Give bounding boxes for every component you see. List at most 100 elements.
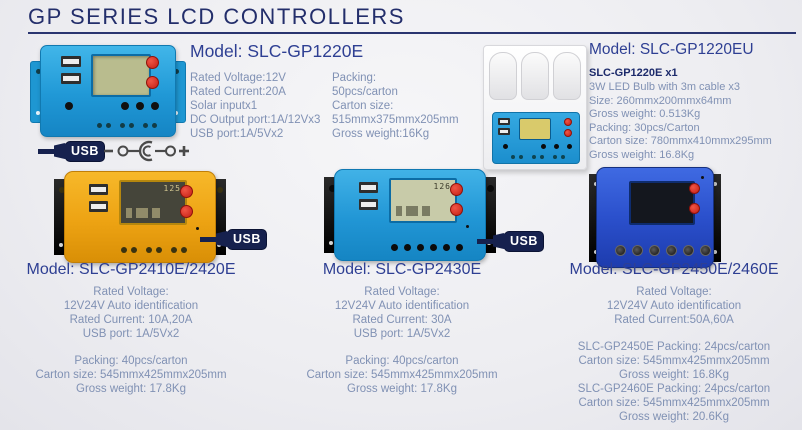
terminal-dot: [152, 123, 157, 128]
usb-port-icon: [498, 118, 510, 125]
spec-line: Carton size: 545mmx425mmx205mm: [578, 355, 770, 367]
controller-body: 126: [334, 169, 486, 261]
usb-label: USB: [66, 141, 104, 161]
terminal-hole: [136, 102, 144, 110]
terminal-dot: [181, 247, 187, 253]
spec-line: Packing:: [332, 72, 377, 84]
device-button: [689, 203, 700, 214]
product-image-gp1220eu: [483, 45, 587, 170]
terminal-screw-icon: [649, 245, 660, 256]
spec-line: Gross weight: 16.8Kg: [589, 148, 695, 161]
terminal-dot: [120, 123, 125, 128]
usb-plug-icon: [54, 142, 67, 160]
device-button: [689, 183, 700, 194]
led-bulb-icon: [489, 52, 517, 100]
spec-line: Rated Voltage:: [364, 286, 440, 298]
terminal-screw-icon: [700, 245, 711, 256]
usb-badge: USB: [477, 230, 543, 252]
terminal-dot: [430, 244, 437, 251]
lcd-status-icons: [126, 208, 160, 218]
terminal-strip: [97, 123, 161, 128]
polarity-connector-icon: [104, 140, 189, 162]
controller-body: [596, 167, 714, 268]
product-image-gp1220e: [30, 45, 186, 137]
terminal-dot: [146, 247, 152, 253]
terminal-hole: [567, 144, 572, 149]
terminal-dot: [456, 244, 463, 251]
product-image-gp2450e: [589, 167, 721, 268]
spacer: [8, 341, 254, 354]
spec-line: Rated Voltage:12V: [190, 72, 286, 84]
terminal-hole: [541, 144, 546, 149]
spec-line: Gross weight:16Kg: [332, 128, 430, 140]
terminal-dot: [553, 155, 557, 159]
usb-badge: USB: [200, 228, 266, 250]
terminal-dot: [106, 123, 111, 128]
spec-line: Carton size: 545mmx425mmx205mm: [578, 397, 770, 409]
device-button: [450, 183, 463, 196]
mount-hole-icon: [36, 69, 41, 74]
device-button: [564, 118, 572, 126]
spec-line: USB port:1A/5Vx2: [190, 128, 284, 140]
kit-contents-title: SLC-GP1220E x1: [589, 67, 678, 79]
spec-line: Gross weight: 17.8Kg: [347, 383, 457, 395]
usb-plug-icon: [493, 232, 506, 250]
lcd-display: [91, 54, 151, 97]
usb-port-icon: [89, 184, 108, 195]
spec-line: Gross weight: 0.513Kg: [589, 108, 701, 120]
spec-line: 12V24V Auto identification: [334, 300, 470, 312]
terminal-dot: [443, 244, 450, 251]
spacer: [548, 327, 800, 340]
usb-label: USB: [505, 231, 543, 251]
lcd-display: 125: [119, 180, 187, 225]
terminal-dot: [391, 244, 398, 251]
terminal-dot: [129, 123, 134, 128]
spec-line: Packing: 40pcs/carton: [345, 355, 459, 367]
terminal-strip: [121, 247, 191, 253]
controller-body: 125: [64, 171, 216, 263]
model-title: Model: SLC-GP1220EU: [589, 41, 754, 58]
screw-icon: [713, 182, 717, 186]
device-button: [146, 76, 159, 89]
usb-badge: USB: [38, 140, 104, 162]
terminal-dot: [561, 155, 565, 159]
product-info-gp1220e: Model: SLC-GP1220E Rated Voltage:12V Rat…: [190, 41, 482, 141]
device-button: [146, 56, 159, 69]
terminal-dot: [540, 155, 544, 159]
controller-body: [40, 45, 176, 137]
spec-line: Rated Current: 10A,20A: [69, 314, 193, 326]
spec-line: Rated Current:20A: [190, 86, 286, 98]
lcd-status-icons: [396, 206, 430, 216]
device-button: [564, 129, 572, 137]
terminal-screw-icon: [615, 245, 626, 256]
spec-line: Gross weight: 17.8Kg: [76, 383, 186, 395]
spec-line: Solar inputx1: [190, 100, 258, 112]
product-info-gp2410e: Model: SLC-GP2410E/2420E Rated Voltage: …: [8, 261, 254, 396]
lcd-display: 126: [389, 178, 457, 223]
spacer: [290, 341, 514, 354]
terminal-strip: [511, 155, 569, 159]
spec-line: 3W LED Bulb with 3m cable x3: [589, 81, 741, 93]
terminal-dot: [131, 247, 137, 253]
usb-plug-icon: [216, 230, 229, 248]
device-button: [450, 203, 463, 216]
screw-icon: [329, 241, 333, 245]
spec-line: 12V24V Auto identification: [606, 300, 742, 312]
spec-line: 515mmx375mmx205mm: [332, 114, 459, 126]
spec-line: Rated Voltage:: [93, 286, 169, 298]
terminal-hole: [554, 144, 559, 149]
spec-line: SLC-GP2450E Packing: 24pcs/carton: [577, 341, 771, 353]
terminal-dot: [97, 123, 102, 128]
product-info-gp1220eu: Model: SLC-GP1220EU SLC-GP1220E x1 3W LE…: [589, 41, 802, 162]
spec-line: Gross weight: 16.8Kg: [619, 369, 729, 381]
device-button: [180, 185, 193, 198]
spec-line: Packing: 30pcs/Carton: [589, 121, 700, 134]
usb-plug-stem-icon: [200, 236, 216, 242]
spec-column-left: Rated Voltage:12V Rated Current:20A Sola…: [190, 71, 332, 141]
screw-icon: [487, 185, 494, 192]
terminal-dot: [404, 244, 411, 251]
screw-icon: [329, 185, 336, 192]
page-title: GP SERIES LCD CONTROLLERS: [28, 4, 405, 29]
mount-hole-icon: [36, 111, 40, 115]
title-underline: [28, 32, 796, 34]
